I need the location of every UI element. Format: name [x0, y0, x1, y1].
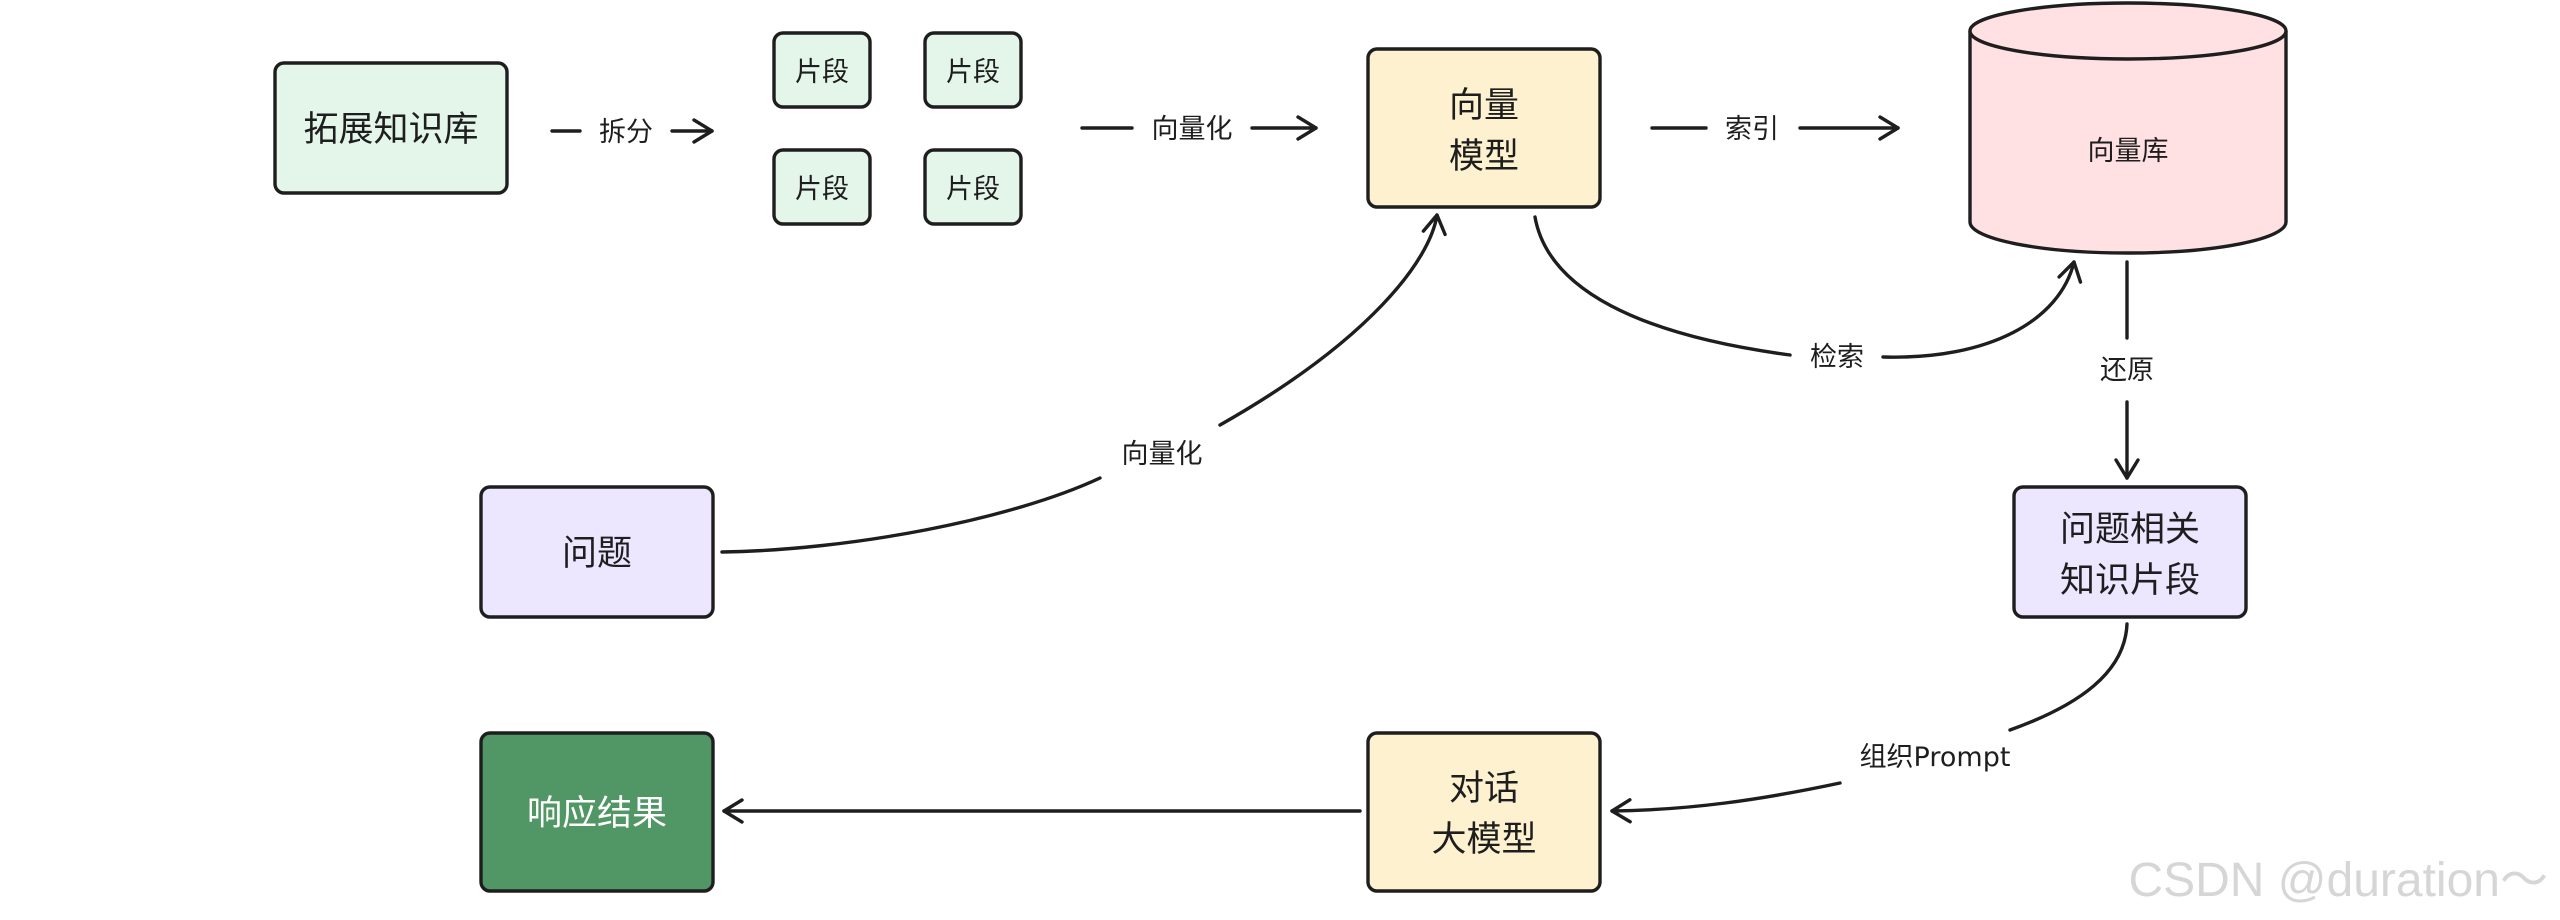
node-vector-db-label: 向量库 [2088, 136, 2169, 167]
node-fragment: 片段 [923, 148, 1023, 226]
node-fragment-label: 片段 [795, 174, 849, 205]
edge-vectorize-question: 向量化 [720, 213, 1447, 554]
edge-label-index: 索引 [1725, 114, 1779, 145]
edge-label-restore: 还原 [2100, 355, 2154, 386]
node-related-fragments: 问题相关 知识片段 [2012, 485, 2248, 619]
node-result-label: 响应结果 [527, 794, 667, 834]
node-vector-model-line1: 向量 [1449, 86, 1519, 126]
node-chat-model-line2: 大模型 [1431, 820, 1536, 860]
node-vector-model: 向量 模型 [1366, 47, 1602, 209]
node-fragment: 片段 [772, 148, 872, 226]
node-fragment: 片段 [923, 31, 1023, 109]
edge-label-retrieve: 检索 [1810, 342, 1864, 373]
node-knowledge-base-label: 拓展知识库 [303, 110, 478, 150]
node-fragment-label: 片段 [946, 174, 1000, 205]
node-knowledge-base: 拓展知识库 [273, 61, 509, 195]
node-fragment: 片段 [772, 31, 872, 109]
node-vector-db: 向量库 [1968, 1, 2288, 255]
node-question: 问题 [479, 485, 715, 619]
node-question-label: 问题 [562, 534, 632, 574]
edge-build-prompt: 组织Prompt [1610, 622, 2129, 824]
edge-split: 拆分 [550, 117, 714, 148]
node-vector-model-line2: 模型 [1449, 137, 1519, 177]
edge-label-vectorize-fragments: 向量化 [1152, 114, 1233, 145]
node-related-fragments-line2: 知识片段 [2060, 561, 2200, 601]
watermark: CSDN @duration～ [2128, 854, 2548, 907]
edge-retrieve: 检索 [1533, 215, 2083, 373]
edge-label-vectorize-question: 向量化 [1122, 439, 1203, 470]
node-fragment-label: 片段 [795, 57, 849, 88]
node-result: 响应结果 [479, 731, 715, 893]
node-chat-model: 对话 大模型 [1366, 731, 1602, 893]
edge-restore: 还原 [2100, 260, 2154, 480]
edge-vectorize-fragments: 向量化 [1080, 114, 1318, 145]
edge-index: 索引 [1650, 114, 1900, 145]
node-related-fragments-line1: 问题相关 [2060, 510, 2200, 550]
node-chat-model-line1: 对话 [1449, 769, 1519, 809]
node-fragment-label: 片段 [946, 57, 1000, 88]
edge-label-build-prompt: 组织Prompt [1860, 742, 2011, 773]
edge-label-split: 拆分 [599, 117, 653, 148]
